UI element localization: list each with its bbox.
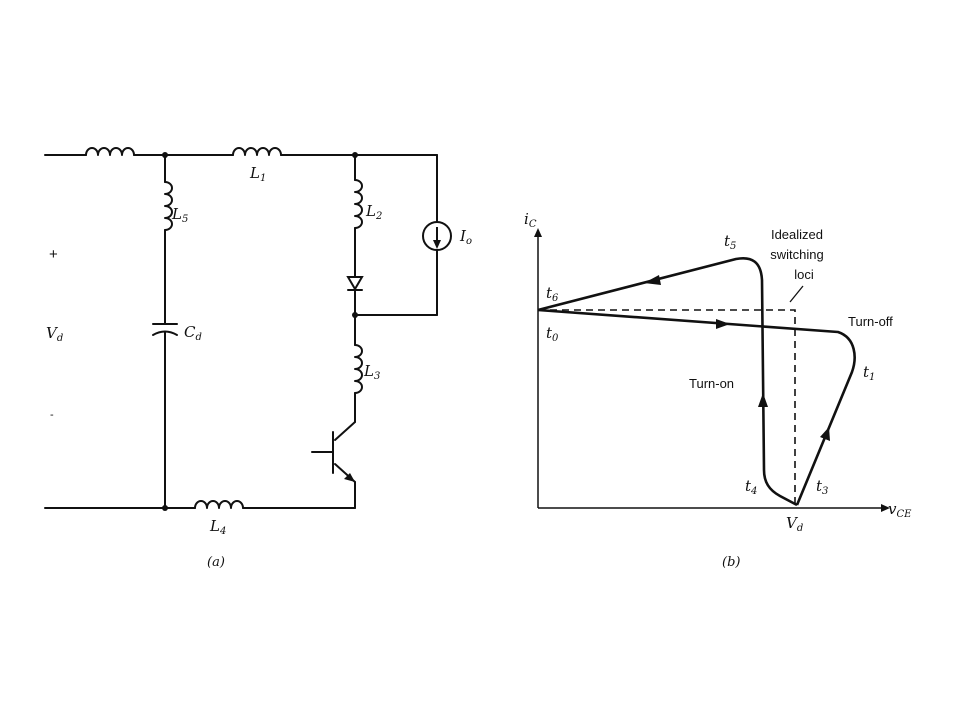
input-inductor <box>85 147 135 156</box>
arrow-turn-on-top <box>644 275 661 285</box>
arrow-turn-off-top <box>716 319 730 329</box>
label-L5: L5 <box>171 205 188 225</box>
inductor-L2 <box>354 179 363 229</box>
label-t1: t1 <box>863 363 875 383</box>
inductor-L3 <box>354 344 363 394</box>
annotation-line-1: Idealized <box>771 227 823 242</box>
idealized-switching-loci <box>538 309 796 506</box>
label-t3: t3 <box>816 477 828 497</box>
label-Cd: Cd <box>184 323 202 343</box>
label-L3: L3 <box>363 362 380 382</box>
label-Io: Io <box>459 227 472 247</box>
transistor-collector <box>334 421 356 441</box>
vd-label: Vd <box>786 514 803 534</box>
y-axis-label: iC <box>524 210 537 230</box>
node-dot <box>162 505 168 511</box>
label-t6: t6 <box>546 284 559 304</box>
caption-b: (b) <box>722 555 740 570</box>
inductor-L5 <box>164 181 173 231</box>
turn-off-label: Turn-off <box>848 314 893 329</box>
turn-on-label: Turn-on <box>689 376 734 391</box>
x-axis-label: vCE <box>888 500 912 520</box>
annotation-line-2: switching <box>770 247 823 262</box>
arrow-turn-off-down <box>820 427 830 441</box>
turn-on-trajectory <box>537 257 798 507</box>
inductor-L4 <box>194 500 244 509</box>
annotation-line-3: loci <box>794 267 814 282</box>
annotation-leader <box>789 285 804 303</box>
plus-sign: + <box>49 246 58 263</box>
inductor-L1 <box>232 147 282 156</box>
emitter-arrow <box>344 473 355 482</box>
label-t0: t0 <box>546 324 559 344</box>
label-L1: L1 <box>249 164 266 184</box>
diode <box>346 276 364 291</box>
label-t5: t5 <box>724 232 736 252</box>
minus-sign: - <box>50 409 54 421</box>
node-dot <box>162 152 168 158</box>
label-Vd-source: Vd <box>46 324 63 344</box>
label-t4: t4 <box>745 477 757 497</box>
label-L4: L4 <box>209 517 226 537</box>
caption-a: (a) <box>207 555 225 570</box>
switching-loci-plot: iC vCE Vd t6 t0 t5 t1 t4 t3 Idealized sw… <box>524 210 912 570</box>
arrow-turn-on-up <box>758 393 768 407</box>
label-L2: L2 <box>365 202 382 222</box>
turn-off-trajectory <box>537 308 856 506</box>
circuit-diagram: L1 L5 L2 Io Cd L3 L4 Vd + - (a) <box>44 147 472 570</box>
